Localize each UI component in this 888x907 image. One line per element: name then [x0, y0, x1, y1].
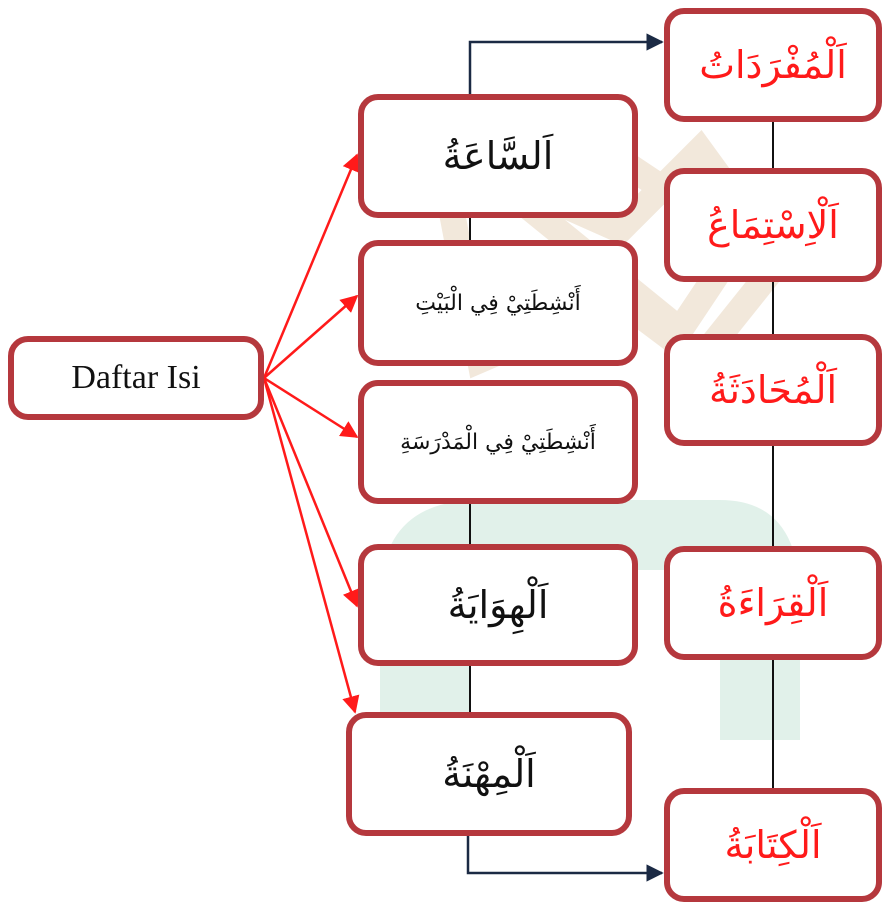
topic-label: اَلْمِهْنَةُ — [442, 752, 536, 796]
arrow-root-to-topic-3 — [263, 376, 359, 439]
root-node: Daftar Isi — [8, 336, 264, 420]
skill-label: اَلْمُفْرَدَاتُ — [699, 43, 847, 87]
skill-node-listening: اَلْاِسْتِمَاعُ — [664, 168, 882, 282]
arrow-to-last-skill — [466, 836, 664, 882]
root-label: Daftar Isi — [71, 359, 201, 396]
topic-label: اَلْهِوَايَةُ — [447, 583, 549, 627]
topic-label: اَلسَّاعَةُ — [442, 134, 554, 178]
skill-node-conversation: اَلْمُحَادَثَةُ — [664, 334, 882, 446]
arrow-root-to-topic-5 — [262, 377, 360, 714]
topic-node-clock: اَلسَّاعَةُ — [358, 94, 638, 218]
arrow-to-first-skill — [468, 33, 664, 94]
topic-node-home-activities: أَنْشِطَتِيْ فِي الْبَيْتِ — [358, 240, 638, 366]
skill-label: اَلْاِسْتِمَاعُ — [707, 203, 839, 247]
arrow-root-to-topic-2 — [263, 294, 359, 379]
skill-node-writing: اَلْكِتَابَةُ — [664, 788, 882, 902]
topic-node-profession: اَلْمِهْنَةُ — [346, 712, 632, 836]
topic-label: أَنْشِطَتِيْ فِي الْمَدْرَسَةِ — [400, 429, 596, 455]
skill-node-vocabulary: اَلْمُفْرَدَاتُ — [664, 8, 882, 122]
arrow-root-to-topic-1 — [262, 153, 360, 379]
skill-label: اَلْقِرَاءَةُ — [717, 581, 829, 625]
arrow-root-to-topic-4 — [262, 377, 360, 608]
skill-label: اَلْكِتَابَةُ — [724, 823, 822, 867]
skill-node-reading: اَلْقِرَاءَةُ — [664, 546, 882, 660]
topic-label: أَنْشِطَتِيْ فِي الْبَيْتِ — [415, 290, 581, 316]
topic-node-hobby: اَلْهِوَايَةُ — [358, 544, 638, 666]
skill-label: اَلْمُحَادَثَةُ — [708, 368, 838, 412]
topic-node-school-activities: أَنْشِطَتِيْ فِي الْمَدْرَسَةِ — [358, 380, 638, 504]
